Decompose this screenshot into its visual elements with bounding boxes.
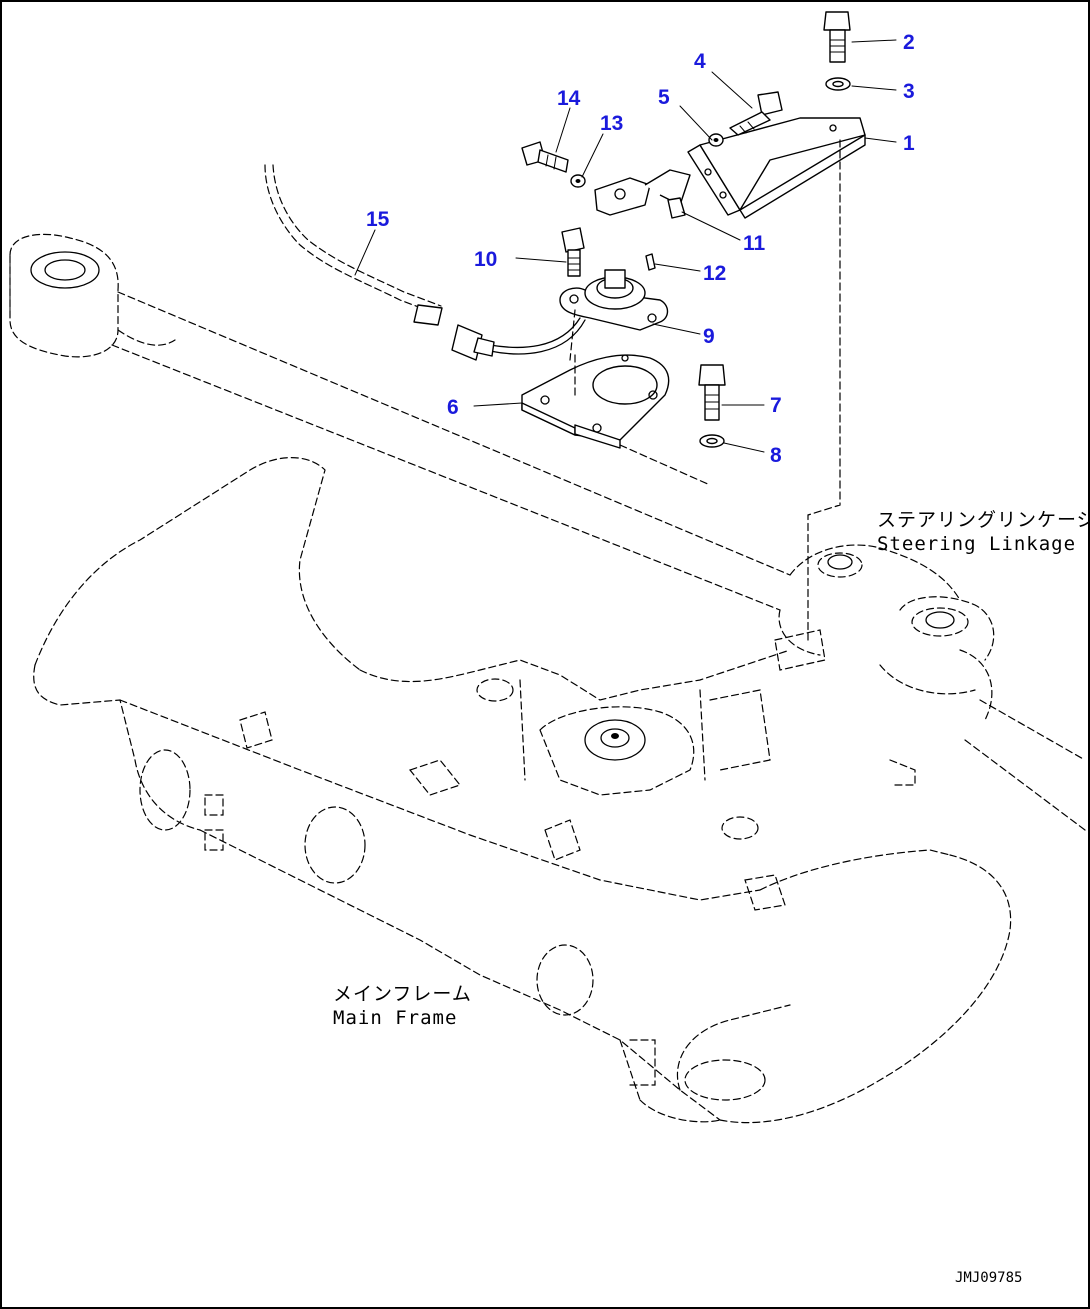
callout-5: 5	[658, 86, 670, 109]
callout-13: 13	[600, 112, 623, 135]
steering-linkage-drawing	[9, 233, 1086, 831]
lever-11	[594, 169, 691, 219]
callout-6: 6	[447, 396, 459, 419]
bolt-4	[729, 91, 783, 136]
bracket-part	[687, 117, 866, 219]
callout-10: 10	[474, 248, 497, 271]
washer-13	[570, 174, 586, 188]
callout-3: 3	[903, 80, 915, 103]
callout-15: 15	[366, 208, 390, 231]
callout-1: 1	[903, 132, 915, 155]
steering-linkage-label-jp: ステアリングリンケージ	[877, 509, 1090, 531]
main-frame-label-en: Main Frame	[333, 1007, 457, 1029]
callouts: 1 2 3 4 5 6 7 8 9 10 11 12 13 14 15	[366, 31, 915, 467]
callout-12: 12	[703, 262, 726, 285]
leader-lines	[354, 39, 897, 453]
component-labels: ステアリングリンケージ Steering Linkage メインフレーム Mai…	[333, 509, 1090, 1029]
bolt-7	[698, 364, 726, 421]
harness-15	[264, 164, 443, 326]
callout-9: 9	[703, 325, 715, 348]
steering-linkage-label-en: Steering Linkage	[877, 533, 1076, 555]
main-frame-drawing	[33, 457, 1012, 1124]
sensor-9	[451, 269, 669, 361]
bolt-10	[561, 227, 585, 277]
drawing-id: JMJ09785	[955, 1270, 1022, 1286]
washer-5	[708, 133, 724, 147]
callout-7: 7	[770, 394, 782, 417]
pin-12	[645, 253, 656, 271]
assembly-axis-lines	[574, 139, 841, 641]
callout-2: 2	[903, 31, 915, 54]
main-frame-label-jp: メインフレーム	[333, 983, 472, 1005]
plate-6	[521, 354, 711, 486]
washer-8	[699, 434, 725, 448]
washer-3	[825, 77, 851, 91]
callout-4: 4	[694, 50, 706, 73]
bolt-2	[823, 11, 851, 63]
bolt-14	[521, 141, 569, 173]
callout-11: 11	[743, 232, 766, 255]
callout-8: 8	[770, 444, 782, 467]
callout-14: 14	[557, 87, 581, 110]
